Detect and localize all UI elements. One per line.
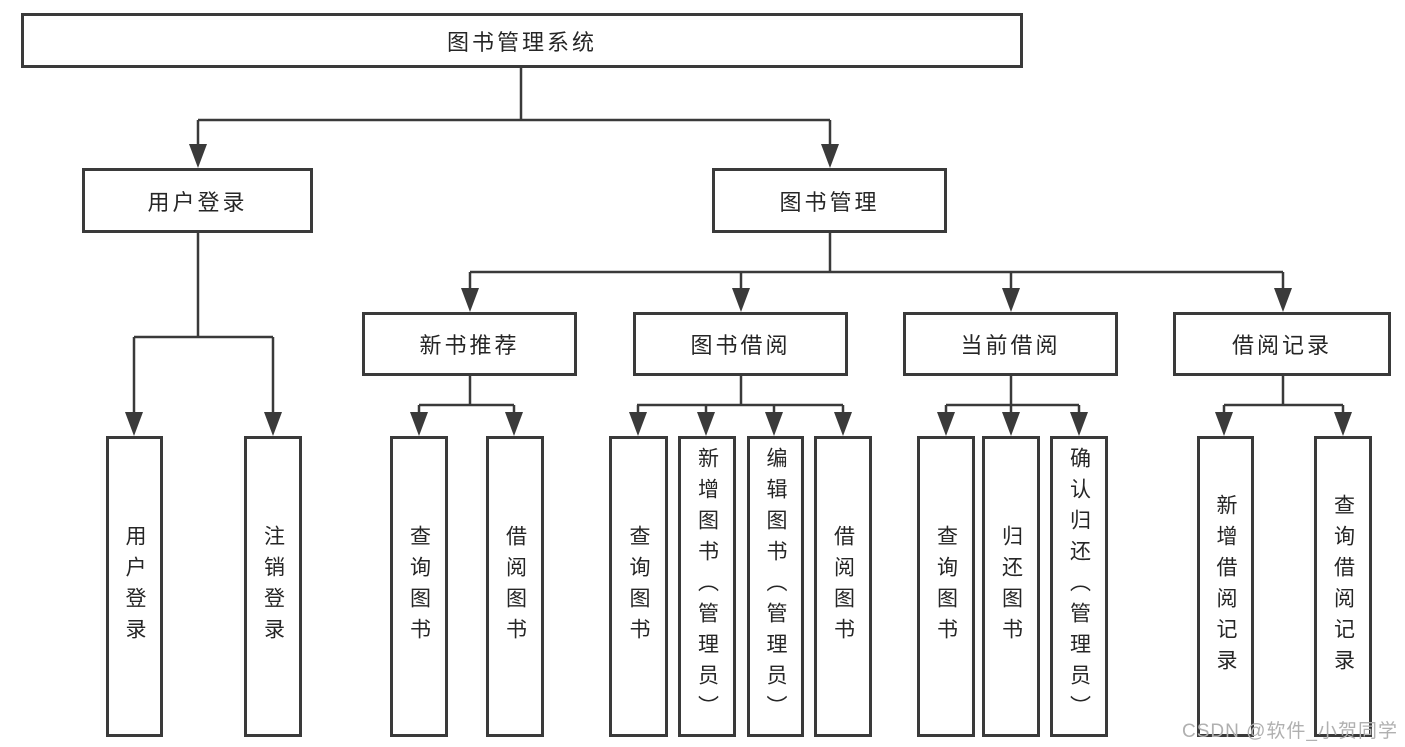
node-root: 图书管理系统 [21, 13, 1023, 68]
leaf-borrow-books: 借阅图书 [814, 436, 872, 737]
leaf-query-books-current-label: 查询图书 [934, 524, 958, 649]
node-user-login-label: 用户登录 [147, 189, 248, 215]
leaf-query-books-recommend-label: 查询图书 [407, 524, 431, 649]
node-new-book-recommend-label: 新书推荐 [419, 333, 520, 358]
leaf-query-books-current: 查询图书 [917, 436, 975, 737]
arrow-down-icons [125, 144, 1352, 436]
leaf-query-books-borrowing-label: 查询图书 [627, 524, 650, 649]
leaf-add-books-admin-label: 新增图书（管理员） [695, 447, 719, 726]
node-user-login: 用户登录 [82, 168, 313, 233]
node-book-borrowing-label: 图书借阅 [690, 333, 791, 358]
leaf-logout-login: 注销登录 [244, 436, 302, 737]
leaf-confirm-return-admin: 确认归还（管理员） [1050, 436, 1108, 737]
leaf-query-borrow-record: 查询借阅记录 [1314, 436, 1372, 737]
node-current-borrowing: 当前借阅 [903, 312, 1118, 376]
leaf-borrow-books-label: 借阅图书 [831, 524, 855, 649]
leaf-edit-books-admin: 编辑图书（管理员） [747, 436, 804, 737]
leaf-logout-login-label: 注销登录 [261, 524, 285, 649]
leaf-add-books-admin: 新增图书（管理员） [678, 436, 736, 737]
leaf-return-books-label: 归还图书 [999, 524, 1023, 649]
leaf-confirm-return-admin-label: 确认归还（管理员） [1067, 447, 1091, 726]
leaf-query-books-recommend: 查询图书 [390, 436, 448, 737]
leaf-edit-books-admin-label: 编辑图书（管理员） [764, 447, 787, 726]
leaf-borrow-books-recommend: 借阅图书 [486, 436, 544, 737]
node-book-management: 图书管理 [712, 168, 947, 233]
leaf-query-borrow-record-label: 查询借阅记录 [1331, 493, 1355, 680]
node-root-label: 图书管理系统 [446, 29, 597, 55]
leaf-return-books: 归还图书 [982, 436, 1040, 737]
node-new-book-recommend: 新书推荐 [362, 312, 577, 376]
leaf-add-borrow-record: 新增借阅记录 [1197, 436, 1254, 737]
leaf-borrow-books-recommend-label: 借阅图书 [503, 524, 527, 649]
leaf-query-books-borrowing: 查询图书 [609, 436, 668, 737]
leaf-add-borrow-record-label: 新增借阅记录 [1214, 493, 1237, 680]
node-borrowing-records-label: 借阅记录 [1231, 333, 1332, 358]
csdn-watermark: CSDN @软件_小贺同学 [1182, 721, 1398, 742]
node-borrowing-records: 借阅记录 [1173, 312, 1391, 376]
node-current-borrowing-label: 当前借阅 [960, 333, 1061, 358]
node-book-borrowing: 图书借阅 [633, 312, 848, 376]
leaf-user-login-label: 用户登录 [123, 524, 146, 649]
node-book-management-label: 图书管理 [779, 189, 880, 215]
connector-paths [132, 68, 1345, 418]
leaf-user-login: 用户登录 [106, 436, 163, 737]
